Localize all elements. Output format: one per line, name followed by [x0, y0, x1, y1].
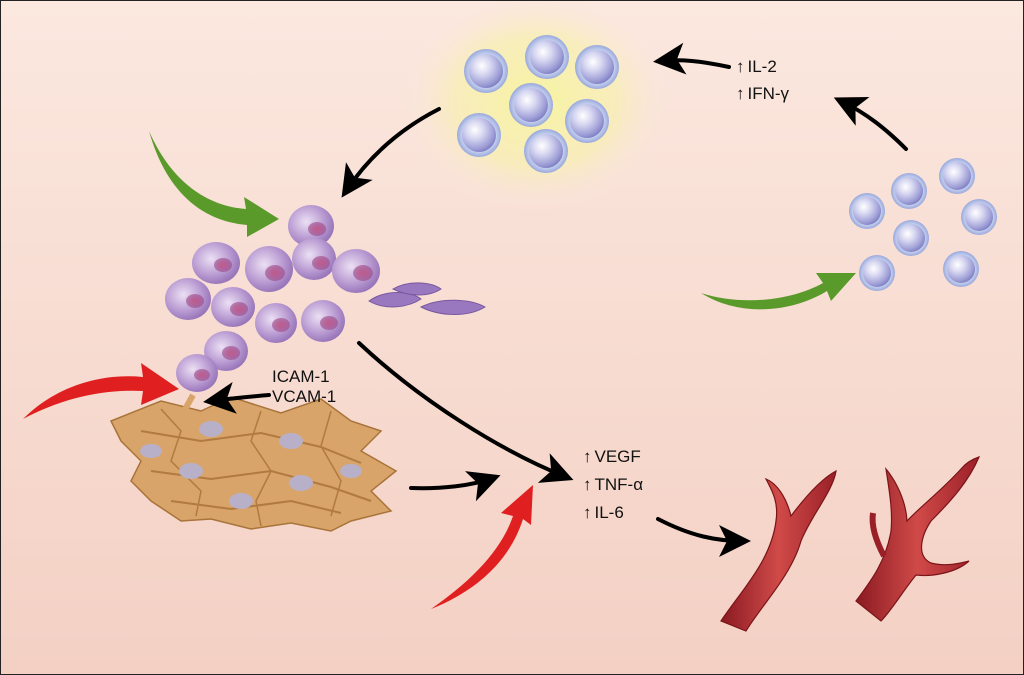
- arrow-naive-to-cytokines: [833, 96, 908, 151]
- cell-icon: [525, 35, 569, 79]
- activated-lymphocyte-cluster: [457, 35, 619, 173]
- cell-icon: [464, 49, 508, 93]
- red-arrows: [23, 363, 533, 609]
- il2-label: ↑IL-2: [736, 57, 777, 76]
- angiogenic-factor-labels: ↑VEGF ↑TNF-α ↑IL-6: [583, 447, 643, 523]
- cell-icon: [211, 287, 255, 327]
- up-arrow-icon: ↑: [736, 84, 745, 103]
- cell-icon: [849, 193, 885, 229]
- cell-icon: [509, 83, 553, 127]
- pathway-arrows: [203, 42, 908, 557]
- cell-icon: [165, 278, 211, 320]
- cell-icon: [245, 246, 293, 292]
- cell-icon: [961, 199, 997, 235]
- adhesion-label: ICAM-1 VCAM-1: [272, 367, 336, 407]
- icam1-label: ICAM-1: [272, 367, 330, 386]
- red-arrow-to-adhesion: [23, 363, 179, 419]
- cell-icon: [891, 173, 927, 209]
- vcam1-label: VCAM-1: [272, 387, 337, 406]
- naive-lymphocyte-cluster: [849, 158, 997, 291]
- up-arrow-icon: ↑: [736, 57, 745, 76]
- cell-icon: [939, 158, 975, 194]
- cell-icon: [943, 251, 979, 287]
- vegf-label: ↑VEGF: [583, 447, 641, 466]
- cell-icon: [288, 205, 334, 247]
- cell-icon: [192, 242, 240, 284]
- green-arrows: [149, 131, 856, 310]
- up-arrow-icon: ↑: [583, 475, 592, 494]
- arrow-inflammatory-to-factors: [357, 341, 574, 483]
- fibroblast-icon: [109, 393, 398, 532]
- blood-vessel-icon: [855, 456, 981, 622]
- cell-icon: [204, 331, 248, 371]
- cell-icon: [893, 220, 929, 256]
- cell-icon: [457, 113, 501, 157]
- arrow-activated-to-inflammatory: [341, 107, 441, 198]
- green-arrow-to-naive: [701, 273, 856, 310]
- tnf-alpha-label: ↑TNF-α: [583, 475, 644, 494]
- arrow-fibroblast-to-factors: [409, 471, 501, 502]
- cell-icon: [301, 300, 345, 342]
- cell-icon: [565, 99, 609, 143]
- arrow-factors-to-vessel: [656, 517, 751, 557]
- cell-icon: [859, 255, 895, 291]
- cell-icon: [575, 45, 619, 89]
- green-arrow-to-inflammatory: [149, 131, 279, 237]
- inflammatory-cell-cluster: [165, 205, 486, 392]
- cell-icon: [176, 354, 218, 392]
- il6-label: ↑IL-6: [583, 503, 624, 522]
- cell-icon: [292, 238, 336, 280]
- blood-vessel-icon: [720, 469, 837, 632]
- arrow-adhesion-to-cell: [203, 381, 271, 414]
- cell-icon: [524, 129, 568, 173]
- up-arrow-icon: ↑: [583, 503, 592, 522]
- tcell-cytokine-labels: ↑IL-2 ↑IFN-γ: [736, 57, 789, 104]
- cell-icon: [255, 303, 297, 343]
- arrow-il2-to-activated-cluster: [653, 42, 731, 75]
- ifn-gamma-label: ↑IFN-γ: [736, 84, 790, 103]
- up-arrow-icon: ↑: [583, 447, 592, 466]
- spindle-cell-icon: [368, 282, 486, 315]
- red-arrow-to-factors: [431, 485, 533, 609]
- cell-icon: [332, 249, 380, 293]
